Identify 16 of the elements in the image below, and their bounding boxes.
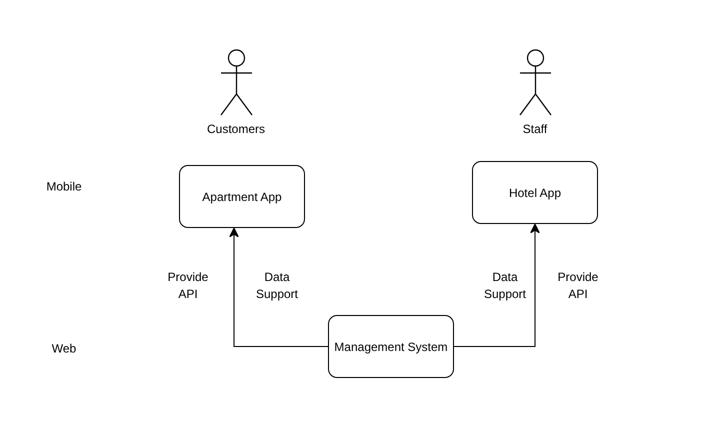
annotation-text: Provide API — [166, 269, 210, 303]
process-box — [472, 161, 598, 224]
annotation-text: Provide API — [556, 269, 600, 303]
process-box — [179, 165, 305, 228]
actor-name: Staff — [522, 122, 548, 136]
arrow — [454, 224, 540, 347]
actor-name: Customers — [206, 122, 265, 136]
process-box — [328, 315, 454, 378]
box-label: Apartment App — [202, 190, 282, 204]
row-label: Mobile — [46, 178, 82, 196]
row-label: Web — [52, 340, 76, 358]
box-label: Hotel App — [508, 186, 562, 200]
edge-label: Data Support — [482, 269, 528, 303]
arrow — [229, 228, 328, 347]
box-label: Management System — [334, 340, 448, 354]
edge-label: Data Support — [254, 269, 300, 303]
